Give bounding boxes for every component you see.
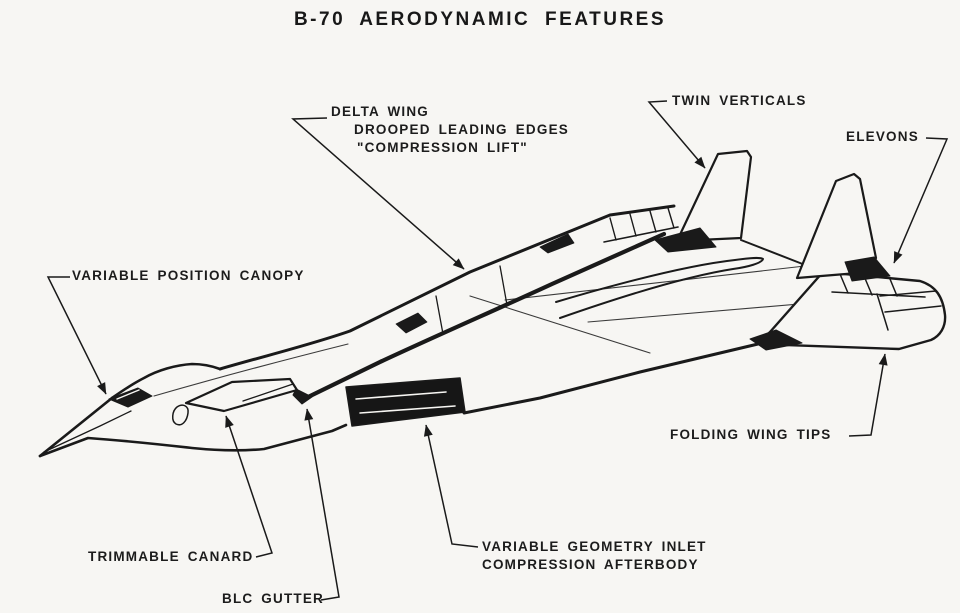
label-trimmable-canard: TRIMMABLE CANARD — [88, 549, 254, 564]
far-elevon-stripes — [603, 207, 679, 243]
leader-variable-position-canopy — [46, 276, 107, 395]
label-twin-verticals: TWIN VERTICALS — [672, 93, 807, 108]
belly-line — [38, 423, 348, 458]
leader-variable-geometry-inlet — [423, 424, 479, 548]
callout-leader-lines — [46, 100, 949, 601]
aircraft-artwork — [38, 149, 947, 458]
canopy-hump — [110, 362, 222, 400]
label-delta-wing-line2: DROOPED LEADING EDGES — [354, 122, 569, 137]
label-elevons: ELEVONS — [846, 129, 919, 144]
leader-elevons — [893, 137, 949, 264]
canard-shape — [184, 377, 313, 413]
label-delta-wing-line3: "COMPRESSION LIFT" — [357, 140, 528, 155]
label-blc-gutter: BLC GUTTER — [222, 591, 324, 606]
leader-twin-verticals — [647, 100, 706, 169]
label-variable-position-canopy: VARIABLE POSITION CANOPY — [72, 268, 305, 283]
tailcone-lines — [555, 256, 764, 319]
leader-folding-wing-tips — [848, 353, 888, 437]
right-vertical-fin — [795, 172, 891, 282]
drooped-leading-edge — [303, 231, 667, 401]
label-delta-wing: DELTA WING DROOPED LEADING EDGES "COMPRE… — [331, 103, 569, 157]
left-vertical-fin — [654, 149, 753, 253]
ink-blotches — [395, 233, 575, 334]
belly-aft-line — [462, 342, 760, 415]
leader-blc-gutter — [304, 408, 340, 601]
leader-delta-wing — [291, 117, 465, 270]
folded-wingtip — [749, 270, 947, 351]
wing-panel-lines — [153, 265, 859, 397]
inlet-box — [345, 377, 466, 427]
leader-trimmable-canard — [225, 415, 273, 558]
blc-gutter-junction — [292, 388, 313, 405]
label-delta-wing-line1: DELTA WING — [331, 104, 429, 119]
fuselage-seams — [435, 265, 508, 335]
wing-ridge-line — [218, 204, 676, 371]
label-folding-wing-tips: FOLDING WING TIPS — [670, 427, 832, 442]
label-inlet-line2: COMPRESSION AFTERBODY — [482, 557, 699, 572]
fuselage-outline — [38, 204, 824, 458]
windshield — [108, 387, 153, 408]
nose-panel-oval — [172, 404, 189, 426]
diagram-title: B-70 AERODYNAMIC FEATURES — [293, 9, 667, 30]
label-inlet-line1: VARIABLE GEOMETRY INLET — [482, 539, 707, 554]
label-variable-geometry-inlet: VARIABLE GEOMETRY INLET COMPRESSION AFTE… — [482, 538, 707, 574]
nose-details — [43, 387, 189, 453]
wing-root-shadow — [749, 329, 803, 351]
